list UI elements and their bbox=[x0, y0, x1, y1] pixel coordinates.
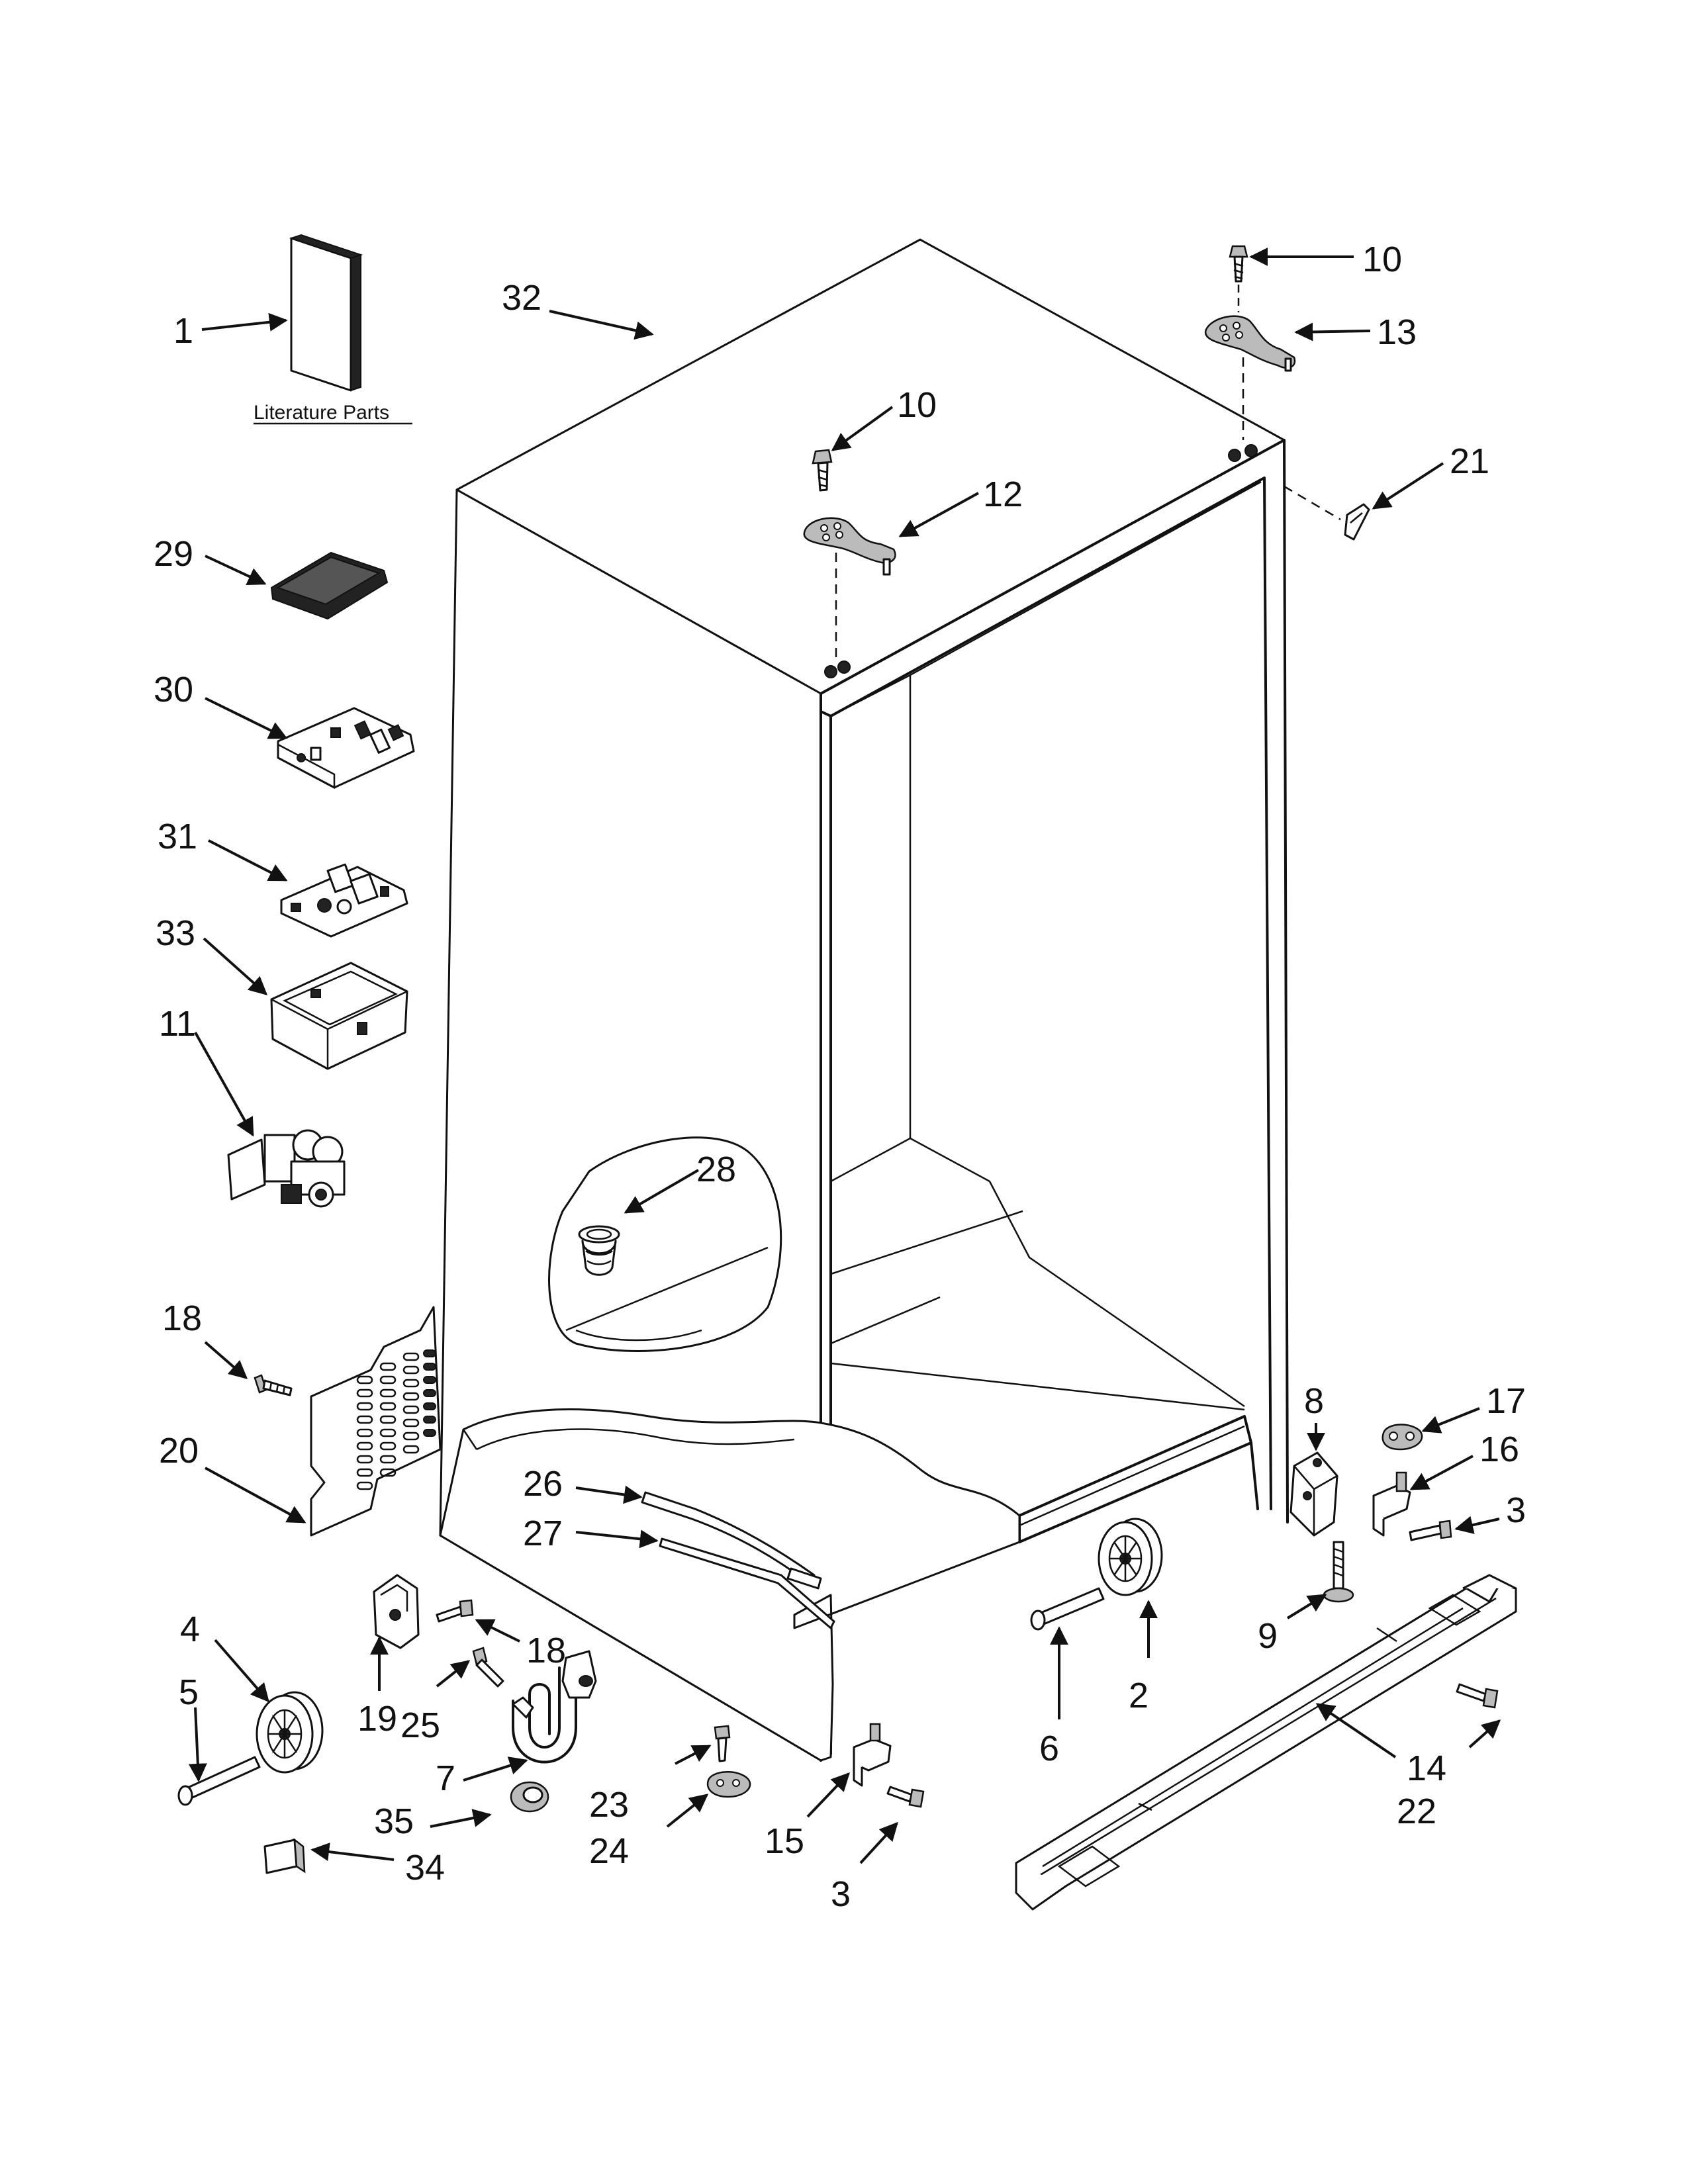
callout-17: 17 bbox=[1486, 1381, 1526, 1421]
clip-icon bbox=[1344, 503, 1370, 541]
callout-29: 29 bbox=[154, 534, 193, 574]
callout-10: 10 bbox=[897, 385, 937, 425]
screw-icon bbox=[254, 1374, 293, 1396]
literature-parts-icon: Literature Parts bbox=[254, 234, 412, 425]
callout-8: 8 bbox=[1304, 1381, 1324, 1421]
callout-16: 16 bbox=[1479, 1430, 1519, 1469]
lower-hinge-icon bbox=[853, 1723, 892, 1787]
callout-32: 32 bbox=[502, 278, 541, 318]
power-board-icon bbox=[280, 863, 408, 938]
callout-arrows bbox=[188, 248, 1501, 1864]
hinge-plate-icon bbox=[1382, 1424, 1423, 1451]
lower-hinge-icon bbox=[1372, 1471, 1411, 1537]
grommet-icon bbox=[578, 1225, 620, 1276]
screw-icon bbox=[714, 1725, 731, 1762]
electronics-box-icon bbox=[270, 962, 408, 1070]
roller-icon bbox=[1098, 1518, 1163, 1596]
callout-19: 19 bbox=[357, 1699, 397, 1739]
callout-20: 20 bbox=[159, 1431, 199, 1471]
drain-tube-icon bbox=[641, 1491, 822, 1590]
screw-icon bbox=[1409, 1520, 1452, 1541]
screw-icon bbox=[472, 1647, 504, 1688]
callout-numbers: 1 32 10 13 10 12 21 29 30 31 33 11 28 18… bbox=[154, 240, 1526, 1914]
callout-27: 27 bbox=[523, 1514, 563, 1553]
control-board-icon bbox=[277, 707, 415, 790]
callout-34: 34 bbox=[405, 1848, 445, 1888]
callout-4: 4 bbox=[180, 1610, 200, 1649]
literature-parts-label: Literature Parts bbox=[254, 402, 389, 424]
callout-1: 1 bbox=[173, 311, 193, 351]
callout-2: 2 bbox=[1129, 1676, 1149, 1715]
roller-bracket-icon bbox=[1289, 1451, 1338, 1537]
screw-icon bbox=[436, 1599, 474, 1623]
upper-left-hinge-icon bbox=[803, 517, 896, 576]
callout-31: 31 bbox=[158, 817, 197, 856]
upper-right-hinge-icon bbox=[1204, 315, 1296, 372]
hinge-screw-icon bbox=[812, 449, 833, 492]
callout-18: 18 bbox=[162, 1298, 202, 1338]
screw-icon bbox=[886, 1786, 925, 1808]
base-grille-icon bbox=[1015, 1574, 1517, 1911]
callout-10: 10 bbox=[1362, 240, 1402, 279]
callout-23: 23 bbox=[589, 1785, 629, 1825]
callout-7: 7 bbox=[436, 1758, 455, 1798]
cabinet-shell bbox=[439, 238, 1289, 1762]
roller-icon bbox=[256, 1691, 324, 1774]
callout-3: 3 bbox=[831, 1874, 851, 1914]
callout-22: 22 bbox=[1397, 1792, 1436, 1831]
callout-6: 6 bbox=[1039, 1729, 1059, 1768]
callout-11: 11 bbox=[159, 1004, 196, 1044]
spacer-block-icon bbox=[263, 1838, 306, 1874]
callout-15: 15 bbox=[765, 1821, 804, 1861]
hinge-mount-holes bbox=[824, 444, 1258, 678]
callout-28: 28 bbox=[696, 1150, 736, 1189]
callout-24: 24 bbox=[589, 1831, 629, 1871]
callout-25: 25 bbox=[400, 1706, 440, 1745]
callout-3: 3 bbox=[1506, 1490, 1526, 1530]
roller-axle-icon bbox=[1030, 1587, 1105, 1631]
hinge-plate-icon bbox=[706, 1771, 751, 1798]
callout-13: 13 bbox=[1377, 312, 1417, 352]
callout-12: 12 bbox=[983, 475, 1023, 514]
tube-bracket-icon bbox=[373, 1574, 420, 1649]
screw-icon bbox=[1456, 1683, 1499, 1709]
drain-nut-icon bbox=[510, 1781, 549, 1813]
callout-21: 21 bbox=[1450, 441, 1489, 481]
callout-30: 30 bbox=[154, 670, 193, 709]
callout-35: 35 bbox=[374, 1801, 414, 1841]
drain-hose-icon bbox=[659, 1537, 835, 1629]
cover-icon bbox=[270, 551, 389, 620]
leveling-leg-icon bbox=[1323, 1541, 1354, 1603]
water-valve-icon bbox=[227, 1129, 346, 1208]
callout-9: 9 bbox=[1258, 1616, 1278, 1656]
callout-18: 18 bbox=[526, 1631, 566, 1670]
callout-14: 14 bbox=[1407, 1749, 1446, 1788]
callout-5: 5 bbox=[179, 1672, 199, 1712]
hinge-screw-icon bbox=[1229, 245, 1248, 283]
roller-axle-icon bbox=[177, 1756, 261, 1806]
callout-26: 26 bbox=[523, 1464, 563, 1504]
callout-33: 33 bbox=[156, 913, 195, 953]
drain-trap-icon bbox=[512, 1650, 597, 1764]
rear-grille-icon bbox=[310, 1306, 442, 1537]
